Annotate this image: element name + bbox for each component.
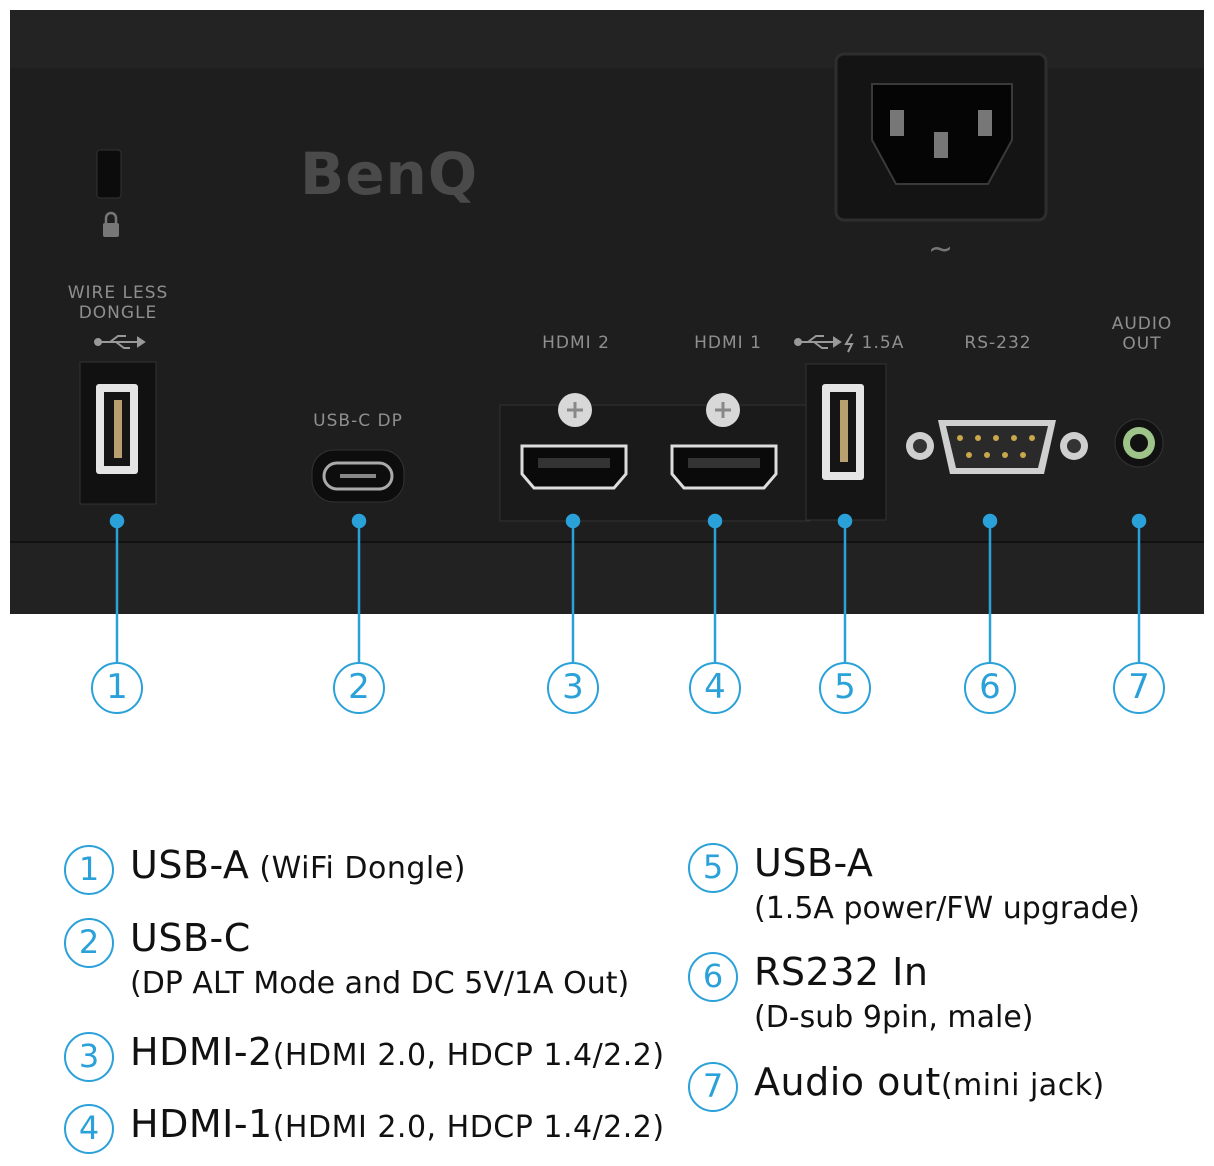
port-label-hdmi2: HDMI 2 (542, 333, 610, 353)
callout-1: 1 (91, 662, 143, 714)
legend-inline-note: (WiFi Dongle) (249, 851, 466, 886)
legend-title-text: HDMI-2 (130, 1030, 273, 1074)
port-label-line: WIRE LESS (67, 283, 169, 303)
legend-subtitle: (1.5A power/FW upgrade) (754, 891, 1140, 926)
legend-title-text: Audio out (754, 1060, 941, 1104)
port-label-line: DONGLE (78, 303, 158, 323)
legend-title: USB-C (130, 916, 251, 960)
legend-number: 6 (688, 952, 738, 1002)
legend-subtitle: (D-sub 9pin, male) (754, 1000, 1034, 1035)
legend-title-text: USB-A (754, 841, 874, 885)
callout-2: 2 (333, 662, 385, 714)
callout-4: 4 (689, 662, 741, 714)
legend-number: 3 (64, 1032, 114, 1082)
port-label-audio-out: AUDIO OUT (1094, 314, 1190, 354)
legend-number: 1 (64, 845, 114, 895)
legend-subtitle: (DP ALT Mode and DC 5V/1A Out) (130, 966, 630, 1001)
legend-title: HDMI-1(HDMI 2.0, HDCP 1.4/2.2) (130, 1102, 665, 1146)
port-label-line: OUT (1122, 334, 1162, 354)
legend-title: USB-A (WiFi Dongle) (130, 843, 466, 887)
rs232-port (906, 420, 1088, 474)
ac-symbol: ~ (928, 232, 954, 267)
legend-title-text: USB-C (130, 916, 251, 960)
legend-title-text: USB-A (130, 843, 250, 887)
legend-inline-note: (mini jack) (940, 1068, 1105, 1103)
usb-power-icon (794, 333, 854, 353)
port-label-wireless-dongle: WIRE LESS DONGLE (58, 283, 178, 323)
legend-number: 7 (688, 1062, 738, 1112)
leader-lines (109, 513, 1147, 662)
brand-logo: BenQ (300, 140, 479, 208)
usb-c-port (322, 461, 394, 491)
legend-number: 2 (64, 918, 114, 968)
callout-3: 3 (547, 662, 599, 714)
legend-inline-note: (HDMI 2.0, HDCP 1.4/2.2) (272, 1038, 665, 1073)
port-label-usb-c-dp: USB-C DP (313, 411, 403, 431)
legend-title: HDMI-2(HDMI 2.0, HDCP 1.4/2.2) (130, 1030, 665, 1074)
legend-title-text: RS232 In (754, 950, 929, 994)
lock-icon (103, 211, 119, 237)
callout-6: 6 (964, 662, 1016, 714)
legend-inline-note: (HDMI 2.0, HDCP 1.4/2.2) (272, 1110, 665, 1145)
port-label-hdmi1: HDMI 1 (694, 333, 762, 353)
usb-icon (94, 335, 146, 349)
port-label-line: AUDIO (1111, 314, 1173, 334)
legend-number: 4 (64, 1104, 114, 1154)
legend-title: Audio out(mini jack) (754, 1060, 1105, 1104)
lock-slot (96, 149, 122, 199)
panel-bottom-strip (10, 542, 1204, 614)
legend-title: USB-A (754, 841, 873, 885)
callout-5: 5 (819, 662, 871, 714)
port-label-usb-power: 1.5A (861, 333, 905, 353)
legend-title: RS232 In (754, 950, 928, 994)
legend-title-text: HDMI-1 (130, 1102, 273, 1146)
port-label-rs232: RS-232 (964, 333, 1032, 353)
callout-7: 7 (1113, 662, 1165, 714)
legend-number: 5 (688, 843, 738, 893)
projector-rear-panel (10, 10, 1204, 662)
